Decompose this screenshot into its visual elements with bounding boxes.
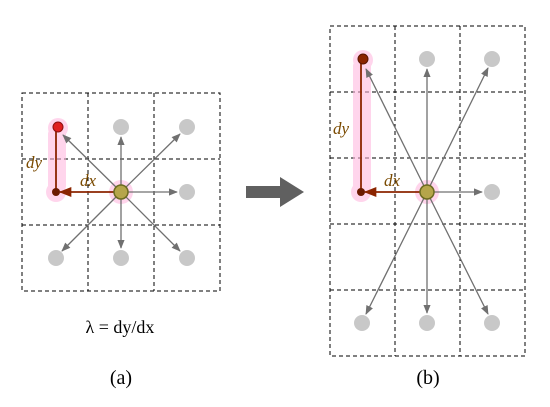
target-node	[357, 53, 369, 65]
caption-a: (a)	[110, 367, 132, 389]
right-arrow-icon	[246, 177, 304, 207]
node	[419, 315, 435, 331]
node	[179, 119, 195, 135]
corner-node	[52, 188, 60, 196]
arrow	[426, 67, 489, 193]
corner-node	[357, 188, 365, 196]
panel-b-highlight	[357, 53, 435, 200]
arrow	[61, 191, 122, 252]
node	[354, 315, 370, 331]
panel-b-nodes	[354, 51, 500, 331]
panel-b: dx dy (b)	[329, 25, 526, 389]
arrow	[120, 133, 181, 193]
caption-b: (b)	[416, 367, 439, 389]
arrow	[365, 68, 428, 193]
node	[179, 184, 195, 200]
node	[484, 315, 500, 331]
node	[113, 119, 129, 135]
formula: λ = dy/dx	[86, 317, 155, 337]
dx-label-b: dx	[384, 171, 401, 190]
center-node	[113, 184, 129, 200]
panel-b-grid	[329, 25, 526, 357]
center-node	[419, 184, 435, 200]
target-node	[52, 121, 64, 133]
panel-a: dx dy λ = dy/dx (a)	[21, 92, 221, 389]
dy-label-a: dy	[26, 153, 43, 172]
node	[179, 250, 195, 266]
arrow	[62, 134, 122, 193]
dx-label-a: dx	[80, 171, 97, 190]
node	[113, 250, 129, 266]
panel-b-arrows	[365, 67, 489, 315]
node	[419, 51, 435, 67]
dy-label-b: dy	[333, 119, 350, 138]
arrow	[426, 191, 489, 315]
panel-a-highlight	[52, 121, 129, 200]
panel-a-arrows	[61, 133, 181, 252]
arrow	[365, 191, 428, 315]
arrow	[120, 191, 181, 252]
node	[484, 184, 500, 200]
panel-a-nodes	[48, 119, 195, 266]
node	[48, 250, 64, 266]
node	[484, 51, 500, 67]
